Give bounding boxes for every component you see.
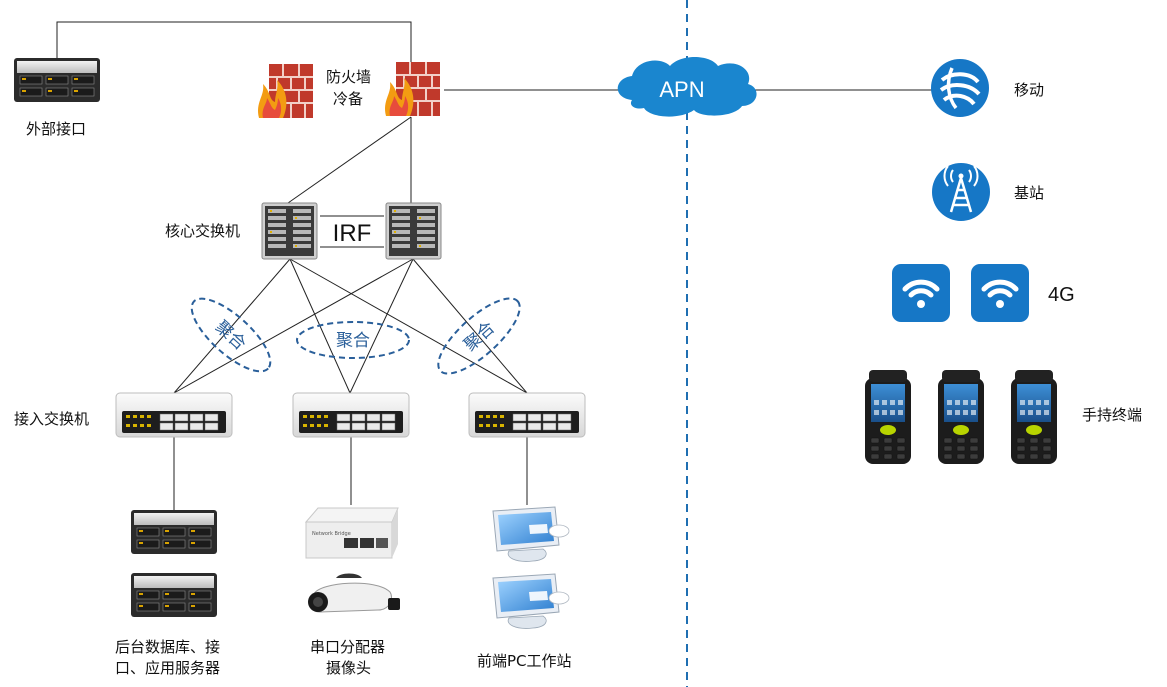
line-firewall-to-core-left [287, 116, 412, 204]
core-switch-label: 核心交换机 [165, 222, 240, 240]
aggregation-label-left: 聚合 [211, 317, 250, 355]
backend-server-1 [130, 509, 218, 555]
aggregation-group-right: 聚合 [437, 297, 521, 375]
handheld-terminal-icon-2 [937, 369, 985, 465]
core-switch-right [385, 202, 442, 260]
china-mobile-icon [931, 59, 989, 117]
firewall-icon-left [257, 63, 314, 119]
line-core-r-to-acc3 [412, 258, 528, 394]
aggregation-group-center: 聚合 [296, 321, 410, 359]
pc-workstation-icon-2 [492, 573, 570, 629]
mobile-label: 移动 [1014, 81, 1044, 99]
serial-label-line1: 串口分配器 [310, 638, 385, 656]
fourg-label: 4G [1048, 284, 1075, 306]
handheld-label: 手持终端 [1082, 406, 1142, 424]
base-station-label: 基站 [1014, 184, 1044, 202]
pc-workstation-icon-1 [492, 506, 570, 562]
camera-icon [308, 573, 400, 613]
servers-label-line2: 口、应用服务器 [115, 659, 220, 677]
wifi-icon-1 [892, 264, 950, 322]
network-bridge-text: Network Bridge [312, 531, 351, 537]
connection-lines [56, 21, 935, 510]
firewall-label-line2: 冷备 [333, 90, 363, 108]
aggregation-label-right: 聚合 [460, 318, 499, 356]
apn-label: APN [659, 77, 704, 102]
firewall-icon-right [384, 61, 441, 117]
aggregation-label-center: 聚合 [336, 331, 370, 351]
irf-label: IRF [333, 220, 372, 247]
apn-cloud: APN [617, 57, 757, 117]
line-external-to-firewall [56, 21, 412, 62]
external-interface-server [13, 57, 101, 103]
firewall-label-line1: 防火墙 [326, 68, 371, 86]
line-core-l-to-acc3 [289, 258, 528, 394]
line-core-r-to-acc2 [349, 258, 414, 394]
wifi-icon-2 [971, 264, 1029, 322]
base-station-icon [932, 163, 990, 221]
access-switch-2 [292, 392, 410, 438]
serial-label-line2: 摄像头 [326, 659, 371, 677]
access-switch-1 [115, 392, 233, 438]
external-interface-label: 外部接口 [26, 120, 86, 138]
handheld-terminal-icon-3 [1010, 369, 1058, 465]
serial-distributor-icon: Network Bridge [304, 507, 399, 559]
pc-workstation-label: 前端PC工作站 [477, 652, 572, 670]
handheld-terminal-icon-1 [864, 369, 912, 465]
backend-server-2 [130, 572, 218, 618]
core-switch-left [261, 202, 318, 260]
access-switch-label: 接入交换机 [14, 410, 89, 428]
aggregation-group-left: 聚合 [190, 297, 272, 373]
line-core-r-to-acc1 [173, 258, 414, 394]
servers-label-line1: 后台数据库、接 [115, 638, 220, 656]
access-switch-3 [468, 392, 586, 438]
line-core-l-to-acc1 [173, 258, 291, 394]
